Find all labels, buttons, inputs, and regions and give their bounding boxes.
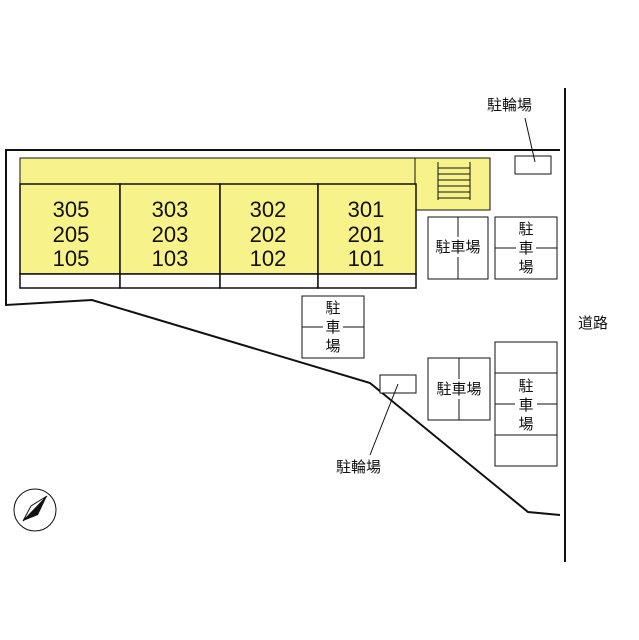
parking-b: 駐 車 場 (494, 216, 558, 280)
parking-c-label: 車 (325, 318, 340, 336)
parking-e-label: 駐 (518, 377, 533, 395)
parking-d-label: 駐車場 (436, 380, 481, 398)
unit-col-301: 301 201 101 (317, 183, 417, 275)
parking-b-label: 駐 (518, 220, 533, 238)
property-boundary (5, 149, 561, 516)
unit-number: 203 (152, 222, 189, 247)
unit-col-305: 305 205 105 (19, 183, 121, 275)
building-stair-extension (414, 157, 491, 211)
unit-number: 101 (348, 246, 385, 271)
unit-number: 301 (348, 197, 385, 222)
parking-c-label: 場 (325, 337, 340, 355)
unit-number: 105 (53, 246, 90, 271)
north-arrow-icon (13, 488, 57, 532)
unit-number: 205 (53, 222, 90, 247)
parking-c: 駐 車 場 (301, 295, 365, 359)
building-corridor (19, 157, 491, 185)
bike-parking-top-leader (524, 117, 536, 163)
unit-number: 103 (152, 246, 189, 271)
unit-number: 202 (250, 222, 287, 247)
parking-c-label: 駐 (325, 299, 340, 317)
parking-d: 駐車場 (427, 357, 491, 421)
parking-a: 駐車場 (427, 216, 489, 280)
bike-parking-bottom-label: 駐輪場 (336, 458, 381, 476)
unit-number: 305 (53, 197, 90, 222)
parking-e-label: 場 (518, 415, 533, 433)
unit-number: 302 (250, 197, 287, 222)
parking-a-label: 駐車場 (435, 238, 480, 256)
stairs (437, 162, 471, 200)
unit-col-302: 302 202 102 (219, 183, 319, 275)
unit-number: 201 (348, 222, 385, 247)
parking-b-label: 車 (518, 239, 533, 257)
bike-parking-bottom-leader (369, 383, 399, 456)
parking-e-label: 車 (518, 396, 533, 414)
parking-e: 駐 車 場 (494, 341, 558, 467)
unit-col-303: 303 203 103 (119, 183, 221, 275)
unit-number: 303 (152, 197, 189, 222)
bike-parking-top (514, 155, 552, 175)
bike-parking-top-label: 駐輪場 (487, 96, 532, 114)
parking-b-label: 場 (518, 258, 533, 276)
road-label: 道路 (578, 314, 608, 332)
balcony-strip (19, 273, 417, 289)
unit-number: 102 (250, 246, 287, 271)
